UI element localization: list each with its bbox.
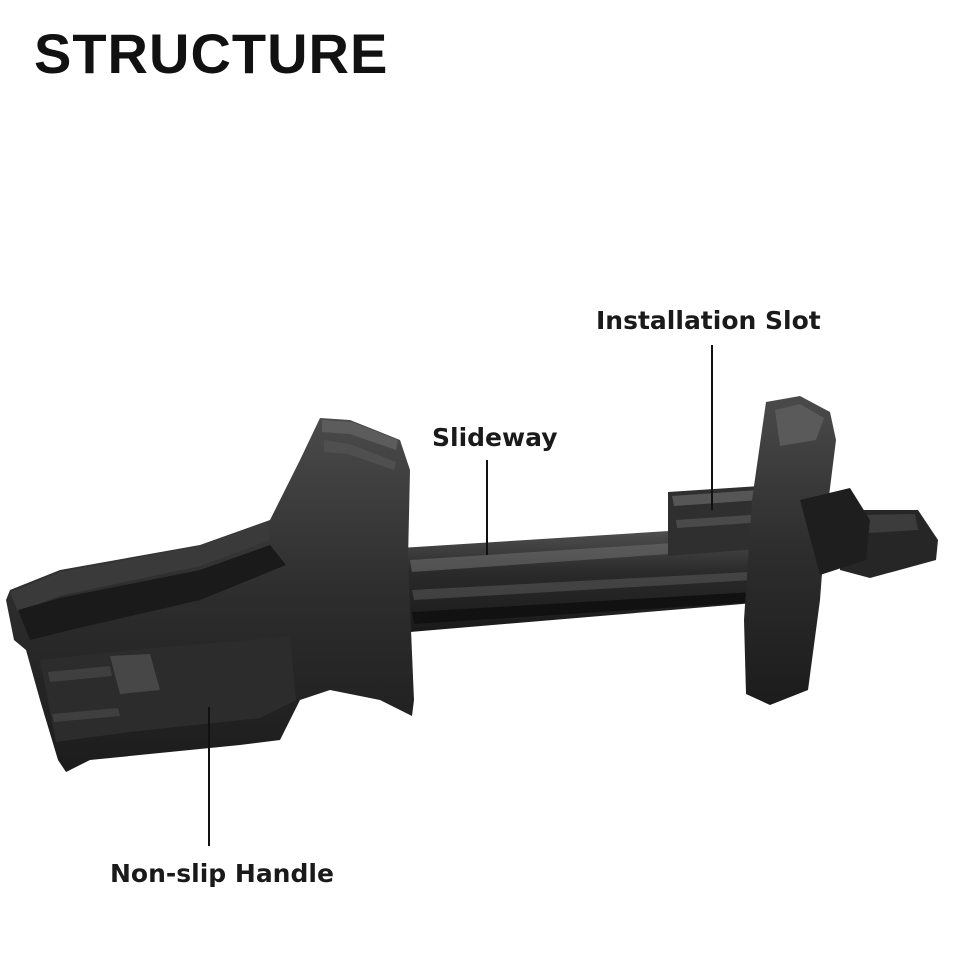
installation-slot-block <box>668 486 770 556</box>
installation-slot-label: Installation Slot <box>596 306 821 335</box>
slideway-label: Slideway <box>432 423 558 452</box>
end-plate <box>744 396 870 705</box>
non-slip-grip-panel <box>40 636 296 742</box>
non-slip-handle-label: Non-slip Handle <box>110 859 334 888</box>
page-title: STRUCTURE <box>34 22 389 85</box>
